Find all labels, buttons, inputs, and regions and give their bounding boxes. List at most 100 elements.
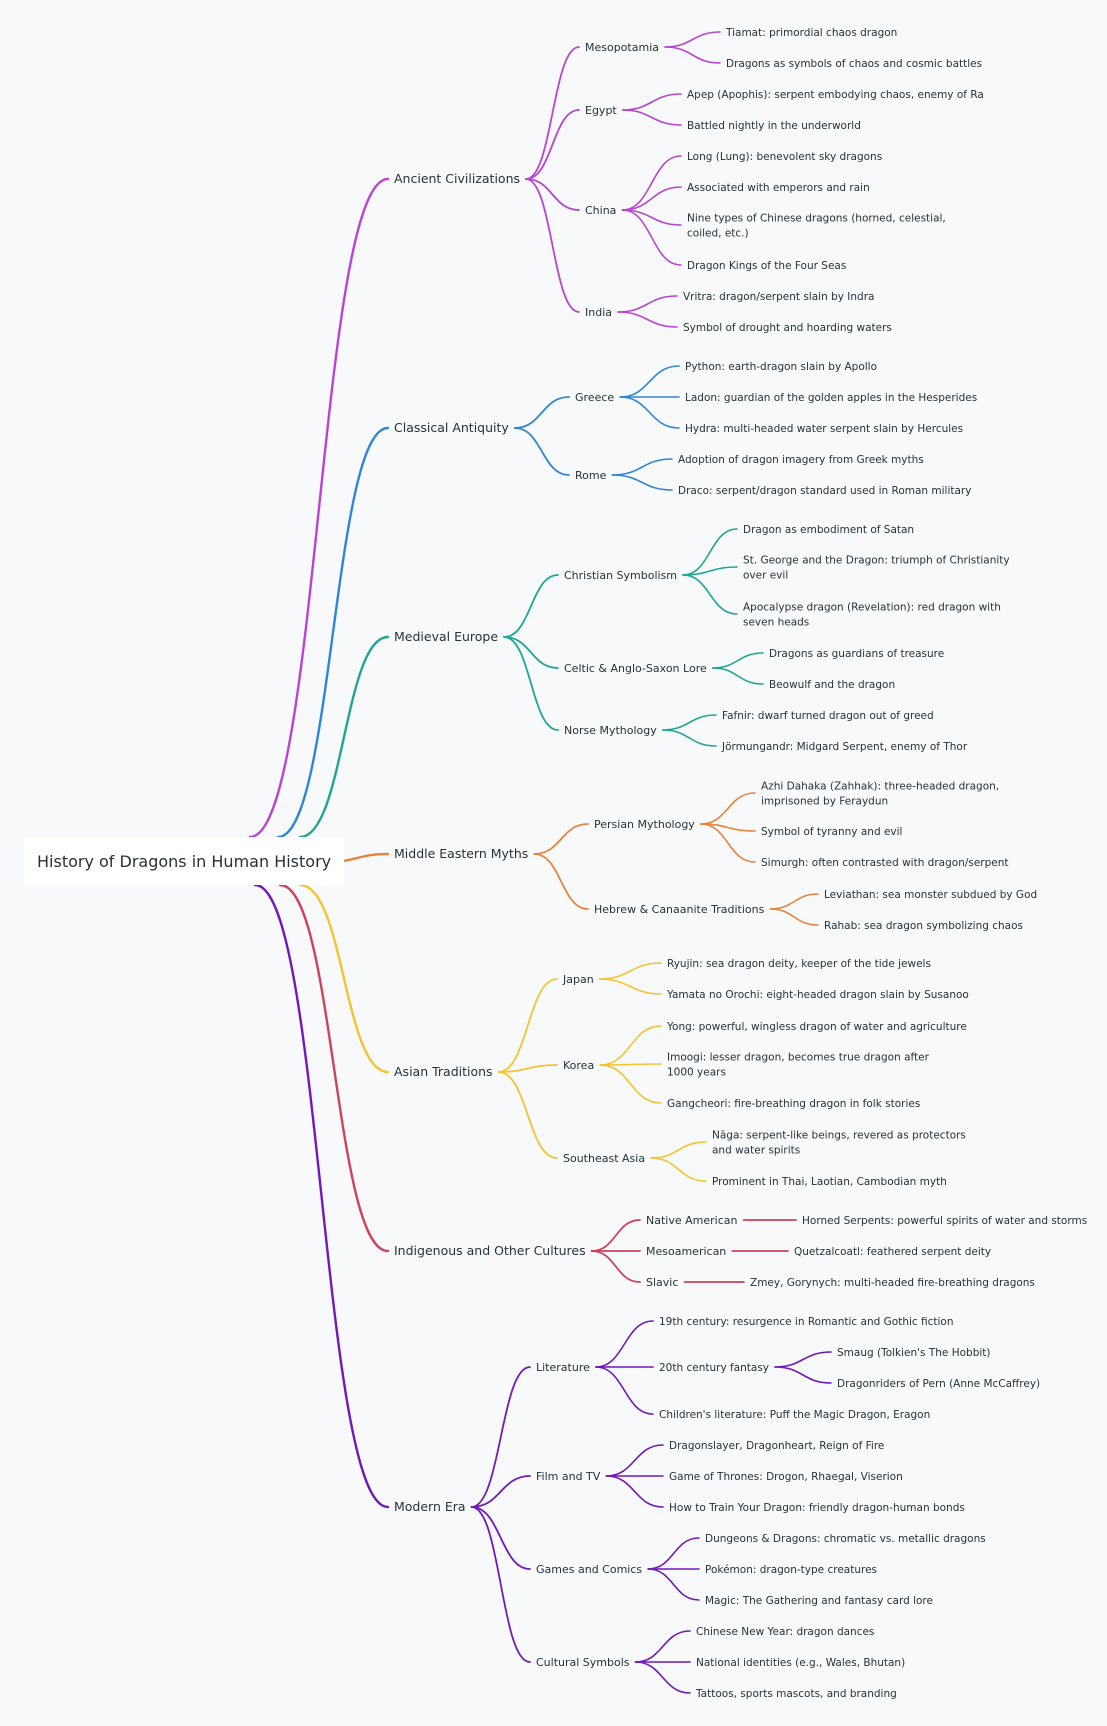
sub-branch-node: Southeast Asia: [563, 1152, 645, 1165]
sub-branch-node: 20th century fantasy: [659, 1362, 769, 1374]
branch-connector: [661, 714, 717, 731]
branch-connector: [774, 1366, 832, 1384]
leaf-node: Tattoos, sports mascots, and branding: [695, 1688, 897, 1700]
leaf-node: How to Train Your Dragon: friendly drago…: [669, 1502, 965, 1514]
sub-branch-node: Hebrew & Canaanite Traditions: [594, 903, 765, 916]
leaf-node: Simurgh: often contrasted with dragon/se…: [761, 857, 1009, 869]
main-branch-node: Classical Antiquity: [394, 420, 509, 435]
branch-connector: [711, 652, 764, 669]
leaf-node: Nāga: serpent-like beings, revered as pr…: [712, 1130, 966, 1157]
leaf-node: Dragonslayer, Dragonheart, Reign of Fire: [669, 1440, 884, 1452]
branch-connector: [611, 458, 673, 476]
branch-connector: [700, 823, 756, 863]
leaf-node: Leviathan: sea monster subdued by God: [824, 889, 1037, 901]
branch-connector: [298, 635, 390, 839]
branch-connector: [590, 1250, 641, 1283]
branch-connector: [278, 883, 390, 1253]
main-branch-node: Indigenous and Other Cultures: [394, 1243, 586, 1258]
leaf-node: St. George and the Dragon: triumph of Ch…: [743, 555, 1010, 582]
leaf-node: Symbol of drought and hoarding waters: [683, 322, 892, 334]
branch-connector: [470, 1475, 531, 1508]
sub-branch-node: Egypt: [585, 104, 617, 117]
branch-connector: [621, 209, 682, 226]
branch-connector: [617, 311, 678, 328]
branch-connector: [774, 1351, 832, 1368]
branch-connector: [619, 365, 680, 398]
leaf-node: Pokémon: dragon-type creatures: [705, 1564, 877, 1576]
sub-branch-node: Native American: [646, 1214, 737, 1227]
leaf-node: Jörmungandr: Midgard Serpent, enemy of T…: [721, 741, 968, 753]
sub-branch-node: Korea: [563, 1059, 594, 1072]
sub-branch-node: China: [585, 204, 616, 217]
leaf-node: Zmey, Gorynych: multi-headed fire-breath…: [750, 1277, 1035, 1289]
branch-connector: [621, 209, 682, 266]
leaf-node: Python: earth-dragon slain by Apollo: [685, 361, 877, 373]
sub-branch-node: Mesoamerican: [646, 1245, 726, 1258]
leaf-node: Vritra: dragon/serpent slain by Indra: [683, 291, 874, 303]
leaf-node: Yamata no Orochi: eight-headed dragon sl…: [666, 989, 969, 1001]
leaf-node: Dungeons & Dragons: chromatic vs. metall…: [705, 1533, 986, 1545]
sub-branch-node: Cultural Symbols: [536, 1656, 630, 1669]
leaf-node: Azhi Dahaka (Zahhak): three-headed drago…: [761, 781, 999, 808]
branch-connector: [513, 396, 570, 429]
branch-connector: [470, 1506, 531, 1570]
leaf-node: Ladon: guardian of the golden apples in …: [685, 392, 977, 404]
leaf-node: Children's literature: Puff the Magic Dr…: [659, 1409, 930, 1421]
leaf-node: Long (Lung): benevolent sky dragons: [687, 151, 882, 163]
branch-connector: [590, 1219, 641, 1252]
branch-connector: [503, 636, 559, 731]
sub-branch-node: Norse Mythology: [564, 724, 657, 737]
branch-connector: [598, 978, 662, 995]
sub-branch-node: Japan: [562, 973, 594, 986]
branch-connector: [599, 1064, 662, 1104]
leaf-node: Hydra: multi-headed water serpent slain …: [685, 423, 963, 435]
leaf-node: Draco: serpent/dragon standard used in R…: [678, 485, 971, 497]
mindmap-edges: [248, 31, 832, 1694]
leaf-node: Apep (Apophis): serpent embodying chaos,…: [687, 89, 984, 101]
leaf-node: Magic: The Gathering and fantasy card lo…: [705, 1595, 933, 1607]
main-branch-node: Middle Eastern Myths: [394, 846, 528, 861]
leaf-node: Beowulf and the dragon: [769, 679, 895, 691]
branch-connector: [621, 186, 682, 211]
sub-branch-node: Persian Mythology: [594, 818, 695, 831]
leaf-node: Dragons as guardians of treasure: [769, 648, 944, 660]
sub-branch-node: Literature: [536, 1361, 590, 1374]
leaf-node: Prominent in Thai, Laotian, Cambodian my…: [712, 1176, 947, 1188]
leaf-node: Imoogi: lesser dragon, becomes true drag…: [667, 1052, 930, 1079]
branch-connector: [470, 1366, 531, 1508]
branch-connector: [497, 1064, 558, 1073]
sub-branch-node: India: [585, 306, 612, 319]
branch-connector: [634, 1661, 691, 1694]
leaf-node: Battled nightly in the underworld: [687, 120, 861, 132]
branch-connector: [525, 178, 580, 313]
leaf-node: Horned Serpents: powerful spirits of wat…: [802, 1215, 1087, 1227]
branch-connector: [619, 396, 680, 429]
branch-connector: [682, 528, 738, 576]
branch-connector: [298, 883, 390, 1074]
leaf-node: Dragon Kings of the Four Seas: [687, 260, 846, 272]
sub-branch-node: Christian Symbolism: [564, 569, 677, 582]
branch-connector: [769, 893, 819, 910]
leaf-node: Tiamat: primordial chaos dragon: [725, 27, 897, 39]
sub-branch-node: Games and Comics: [536, 1563, 642, 1576]
branch-connector: [248, 177, 390, 839]
leaf-node: Rahab: sea dragon symbolizing chaos: [824, 920, 1023, 932]
branch-connector: [621, 93, 682, 111]
leaf-node: Ryujin: sea dragon deity, keeper of the …: [667, 958, 931, 970]
branch-connector: [497, 978, 558, 1073]
branch-connector: [621, 109, 682, 126]
branch-connector: [513, 427, 570, 476]
branch-connector: [621, 155, 682, 211]
leaf-node: Dragons as symbols of chaos and cosmic b…: [726, 58, 982, 70]
leaf-node: Quetzalcoatl: feathered serpent deity: [794, 1246, 991, 1258]
main-branch-node: Ancient Civilizations: [394, 171, 520, 186]
leaf-node: Fafnir: dwarf turned dragon out of greed: [722, 710, 934, 722]
main-branch-node: Asian Traditions: [394, 1064, 493, 1079]
sub-branch-node: Slavic: [646, 1276, 678, 1289]
sub-branch-node: Celtic & Anglo-Saxon Lore: [564, 662, 707, 675]
root-node-title: History of Dragons in Human History: [37, 852, 331, 871]
branch-connector: [605, 1475, 664, 1508]
leaf-node: Yong: powerful, wingless dragon of water…: [666, 1021, 967, 1033]
branch-connector: [533, 853, 589, 910]
branch-connector: [497, 1071, 558, 1159]
